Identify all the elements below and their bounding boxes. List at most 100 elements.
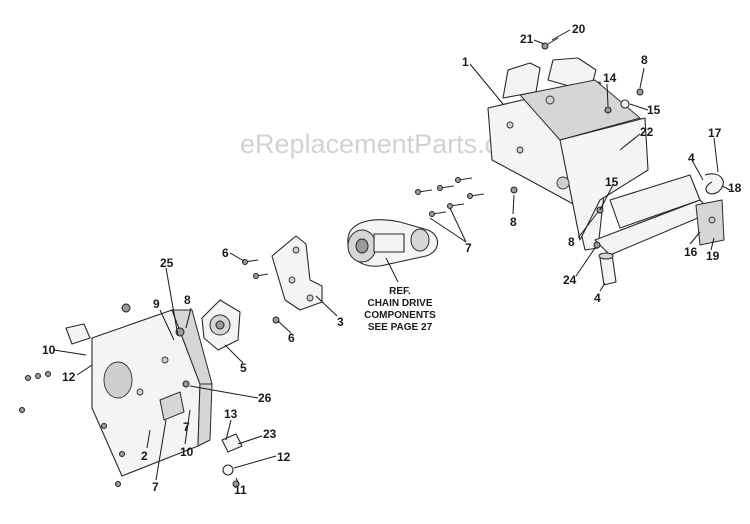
bolt-head — [447, 203, 453, 209]
pivot-bushing-top — [598, 252, 614, 260]
side-cover-edge — [197, 383, 213, 447]
sprocket-hub — [355, 238, 369, 254]
mount-hole — [288, 276, 296, 284]
mount-hole — [306, 294, 314, 302]
callout-label: 24 — [563, 273, 577, 287]
screw — [119, 451, 125, 457]
leader-line — [721, 185, 731, 191]
frame-rail — [609, 174, 701, 229]
callout-label: 8 — [184, 293, 191, 307]
drive-shaft-housing — [373, 233, 405, 253]
reference-note-line: COMPONENTS — [364, 310, 436, 321]
leader-line — [639, 67, 645, 89]
frame-hole — [506, 121, 514, 129]
nut — [604, 106, 612, 114]
frame-hardware — [415, 37, 644, 249]
bolt-head — [467, 193, 473, 199]
leader-line — [159, 309, 175, 341]
leader-line — [449, 207, 467, 243]
leader-line — [692, 161, 704, 181]
mount-plate-body — [271, 235, 323, 311]
leader-line — [713, 137, 719, 173]
knob — [121, 303, 131, 313]
latch-clip — [65, 323, 91, 345]
flange-bearing — [174, 299, 241, 351]
callout-label: 10 — [42, 343, 56, 357]
callout-label: 9 — [153, 297, 160, 311]
callout-label: 11 — [234, 483, 247, 497]
callout-label: 4 — [594, 291, 601, 305]
callout-label: 15 — [647, 103, 661, 117]
leader-line — [577, 211, 599, 239]
callout-label: 7 — [152, 480, 159, 494]
cover-hole — [161, 356, 169, 364]
callout-label: 26 — [258, 391, 272, 405]
side-cover — [19, 303, 243, 488]
leader-line — [224, 344, 244, 364]
callout-label: 8 — [568, 235, 575, 249]
frame-front-plate — [559, 117, 649, 241]
callout-label: 2 — [141, 449, 148, 463]
leader-line — [53, 349, 87, 356]
callout-label: 6 — [288, 331, 295, 345]
leader-line — [76, 364, 93, 376]
leader-line — [512, 194, 515, 215]
cover-cutout — [103, 361, 133, 399]
leader-line — [155, 419, 167, 481]
screw — [115, 481, 121, 487]
screw — [19, 407, 25, 413]
callout-label: 17 — [708, 126, 722, 140]
reference-note-line: REF. — [389, 286, 411, 297]
cover-hole — [136, 388, 144, 396]
callout-label: 15 — [605, 175, 619, 189]
callout-label: 8 — [510, 215, 517, 229]
leader-line — [385, 257, 399, 283]
screw — [101, 423, 107, 429]
leader-line — [233, 455, 277, 469]
callout-label: 1 — [462, 55, 469, 69]
frame-hole — [556, 176, 570, 190]
leader-line — [277, 320, 292, 334]
screw — [35, 373, 41, 379]
sprocket-small — [410, 228, 430, 252]
callout-label: 5 — [240, 361, 247, 375]
reference-note-line: SEE PAGE 27 — [368, 322, 433, 333]
bolt-head — [541, 42, 549, 50]
leader-line — [599, 184, 614, 211]
leader-line — [429, 217, 467, 243]
callout-label: 25 — [160, 256, 174, 270]
bracket-hole — [708, 216, 716, 224]
screw — [25, 375, 31, 381]
callout-label: 18 — [728, 181, 742, 195]
washer — [222, 464, 234, 476]
callout-label: 16 — [684, 245, 698, 259]
callout-label: 14 — [603, 71, 617, 85]
callout-label: 7 — [183, 420, 190, 434]
cover-bracket — [159, 391, 185, 421]
leader-line — [689, 231, 701, 245]
chain-drive-assembly — [347, 219, 439, 267]
leader-line — [469, 63, 504, 105]
leader-line — [629, 103, 649, 111]
screw — [45, 371, 51, 377]
nut — [636, 88, 644, 96]
frame-hole — [516, 146, 524, 154]
callout-label: 23 — [263, 427, 277, 441]
mount-plate — [242, 235, 323, 324]
callout-label: 8 — [641, 53, 648, 67]
main-frame — [487, 57, 725, 286]
leader-line — [575, 247, 596, 277]
bolt-head — [429, 211, 435, 217]
frame-hole — [545, 95, 555, 105]
watermark-text: eReplacementParts.com — [240, 129, 536, 159]
leader-line — [710, 237, 715, 251]
bearing-bore — [215, 320, 225, 330]
bolt-head — [253, 273, 259, 279]
leader-line — [599, 282, 606, 292]
callout-label: 4 — [688, 151, 695, 165]
callout-label: 3 — [337, 315, 344, 329]
nut — [272, 316, 280, 324]
callout-label: 6 — [222, 246, 229, 260]
frame-top-deck — [519, 79, 642, 141]
